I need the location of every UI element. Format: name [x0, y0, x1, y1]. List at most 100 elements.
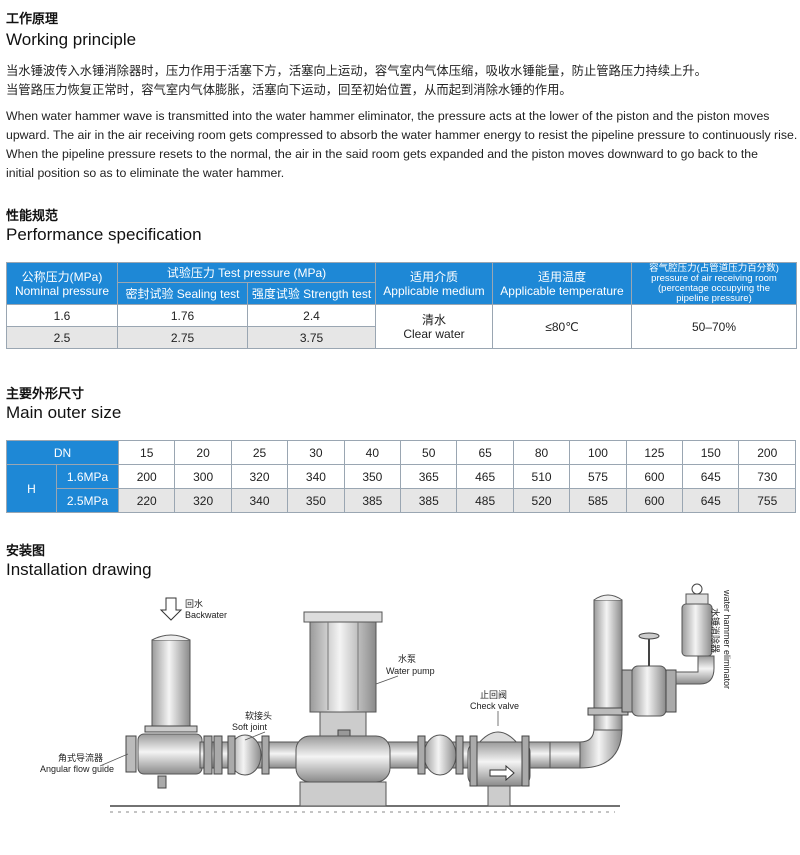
strength-cell: 2.4: [247, 304, 376, 327]
install-title-en: Installation drawing: [6, 560, 152, 579]
size-cell: 520: [512, 488, 571, 513]
check-valve: [467, 731, 531, 807]
size-cell: 485: [456, 488, 514, 513]
size-cell: 575: [569, 464, 627, 489]
working-en-text: When water hammer wave is transmitted in…: [6, 107, 798, 183]
medium-en: Clear water: [403, 326, 465, 341]
dn-cell: 50: [400, 440, 458, 465]
size-cell: 600: [625, 464, 684, 489]
air-pressure-header-en: (percentage occupying the: [658, 282, 770, 294]
medium-header-en: Applicable medium: [383, 283, 485, 298]
sealing-test-header: 密封试验 Sealing test: [117, 282, 248, 305]
dn-cell: 100: [569, 440, 627, 465]
nominal-pressure-header-en: Nominal pressure: [14, 283, 110, 298]
backwater-label-cn: 回水: [185, 598, 203, 609]
working-cn-line: 当管路压力恢复正常时，容气室内气体膨胀，活塞向下运动，回至初始位置，从而起到消除…: [6, 83, 572, 97]
angular-guide-label-cn: 角式导流器: [58, 752, 103, 763]
size-cell: 300: [174, 464, 232, 489]
strength-test-header: 强度试验 Strength test: [247, 282, 376, 305]
size-cell: 645: [682, 488, 740, 513]
backwater-arrow-icon: [159, 597, 183, 621]
dn-cell: 40: [343, 440, 402, 465]
installation-drawing: 回水 Backwater 软接头 Soft joint 水泵 Water pum…: [40, 583, 732, 813]
medium-cn: 清水: [421, 312, 446, 327]
test-pressure-header: 试验压力 Test pressure (MPa): [117, 262, 376, 283]
working-cn-line: 当水锤波传入水锤消除器时，压力作用于活塞下方，活塞向上运动，容气室内气体压缩，吸…: [6, 64, 707, 78]
size-table: DN 15 20 25 30 40 50 65 80 100 125 150 2…: [6, 440, 796, 513]
air-pressure-header: 容气腔压力(占管道压力百分数) pressure of air receivin…: [631, 262, 797, 305]
angular-flow-guide: [125, 634, 203, 789]
size-cell: 200: [117, 464, 176, 489]
size-cell: 585: [569, 488, 627, 513]
size-cell: 340: [287, 464, 345, 489]
strength-cell: 3.75: [247, 326, 376, 349]
gate-valve: [621, 632, 677, 717]
install-title-cn: 安装图: [6, 543, 46, 558]
performance-title-cn: 性能规范: [6, 208, 59, 223]
soft-joint-label-en: Soft joint: [232, 722, 268, 732]
size-cell: 350: [343, 464, 402, 489]
size-cell: 220: [117, 488, 176, 513]
temperature-header: 适用温度 Applicable temperature: [492, 262, 632, 305]
size-cell: 645: [682, 464, 740, 489]
dn-cell: 150: [682, 440, 740, 465]
water-pump: [295, 611, 391, 807]
medium-header: 适用介质 Applicable medium: [375, 262, 493, 305]
working-title-en: Working principle: [6, 30, 137, 49]
working-en-line: upward. The air in the air receiving roo…: [6, 128, 798, 142]
size-cell: 320: [174, 488, 232, 513]
size-cell: 600: [625, 488, 684, 513]
temperature-header-cn: 适用温度: [537, 269, 586, 284]
size-cell: 510: [512, 464, 571, 489]
size-cell: 385: [400, 488, 458, 513]
dn-cell: 15: [117, 440, 176, 465]
working-title-cn: 工作原理: [6, 11, 59, 26]
soft-joint-label-cn: 软接头: [245, 710, 272, 721]
water-hammer-eliminator: [675, 583, 715, 685]
size-cell: 320: [230, 464, 289, 489]
working-en-line: When water hammer wave is transmitted in…: [6, 109, 770, 123]
size-cell: 755: [738, 488, 796, 513]
angular-guide-label-en: Angular flow guide: [40, 764, 114, 774]
size-cell: 365: [400, 464, 458, 489]
water-pump-label-cn: 水泵: [398, 653, 416, 664]
size-cell: 350: [287, 488, 345, 513]
water-pump-label-en: Water pump: [386, 666, 435, 676]
air-pressure-header-cn: 容气腔压力(占管道压力百分数): [649, 262, 779, 274]
soft-joint: [227, 734, 270, 776]
air-pressure-header-en: pipeline pressure): [676, 292, 752, 304]
working-cn-text: 当水锤波传入水锤消除器时，压力作用于活塞下方，活塞向上运动，容气室内气体压缩，吸…: [6, 62, 796, 100]
medium-header-cn: 适用介质: [409, 269, 458, 284]
temperature-header-en: Applicable temperature: [500, 283, 624, 298]
soft-joint: [417, 734, 464, 776]
dn-cell: 25: [230, 440, 289, 465]
dn-header: DN: [6, 440, 119, 465]
temperature-cell: ≤80℃: [492, 304, 632, 349]
dn-cell: 125: [625, 440, 684, 465]
sealing-cell: 2.75: [117, 326, 248, 349]
working-en-line: When the pipeline pressure resets to the…: [6, 147, 758, 161]
nominal-cell: 2.5: [6, 326, 118, 349]
dn-cell: 30: [287, 440, 345, 465]
ground: [110, 805, 620, 813]
pressure-row-header: 2.5MPa: [56, 488, 119, 513]
backwater-label-en: Backwater: [185, 610, 227, 620]
dn-cell: 20: [174, 440, 232, 465]
check-valve-label-cn: 止回阀: [480, 689, 507, 700]
air-pressure-cell: 50–70%: [631, 304, 797, 349]
nominal-pressure-header-cn: 公称压力(MPa): [21, 269, 103, 284]
nominal-cell: 1.6: [6, 304, 118, 327]
sealing-cell: 1.76: [117, 304, 248, 327]
dn-cell: 200: [738, 440, 796, 465]
performance-title-en: Performance specification: [6, 225, 202, 244]
eliminator-label-cn: 水锤消除器: [710, 608, 721, 653]
size-title-en: Main outer size: [6, 403, 122, 422]
dn-cell: 80: [512, 440, 571, 465]
size-cell: 385: [343, 488, 402, 513]
check-valve-label-en: Check valve: [470, 701, 519, 711]
pressure-row-header: 1.6MPa: [56, 464, 119, 489]
size-title-cn: 主要外形尺寸: [6, 386, 85, 401]
air-pressure-header-en: pressure of air receiving room: [651, 272, 777, 284]
size-cell: 340: [230, 488, 289, 513]
h-header: H: [6, 464, 57, 513]
